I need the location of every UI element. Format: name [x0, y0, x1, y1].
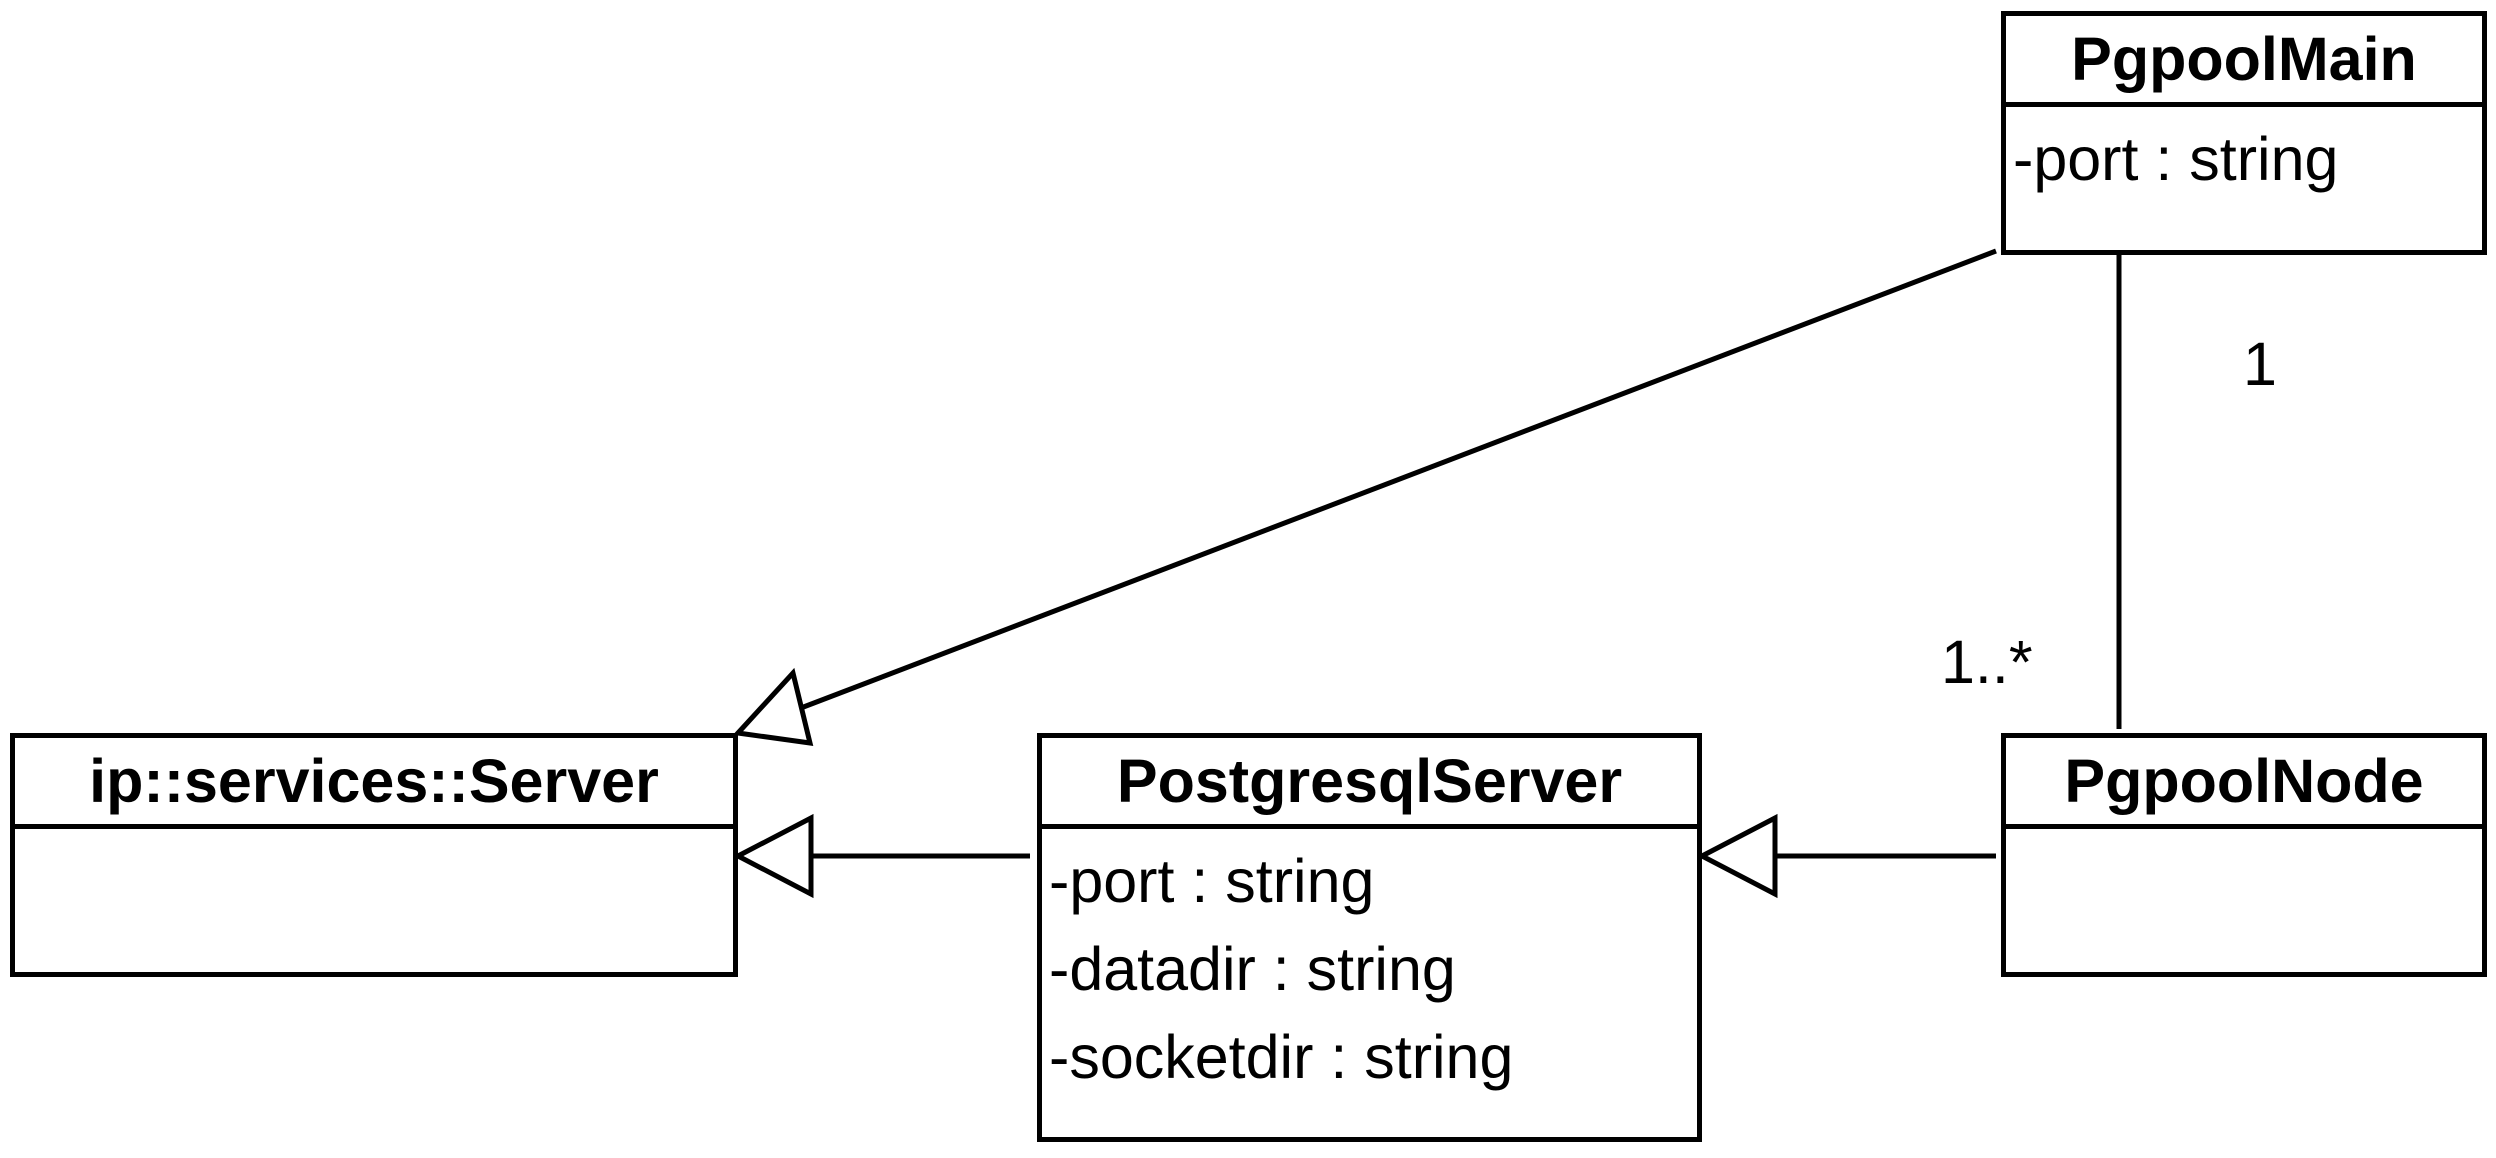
- multiplicity-source-label: 1: [2243, 330, 2277, 398]
- class-attributes-postgresqlserver: -port : string -datadir : string -socket…: [1042, 829, 1697, 1101]
- generalization-pgpoolmain-server-line: [792, 248, 1997, 714]
- attribute-datadir: -datadir : string: [1049, 935, 1456, 1003]
- class-postgresqlserver[interactable]: PostgresqlServer -port : string -datadir…: [1037, 733, 1702, 1142]
- class-name-pgpoolnode: PgpoolNode: [2006, 738, 2482, 829]
- class-pgpoolmain[interactable]: PgpoolMain -port : string: [2001, 11, 2487, 255]
- class-pgpoolnode[interactable]: PgpoolNode: [2001, 733, 2487, 977]
- attribute-port: -port : string: [1049, 847, 1375, 915]
- attribute-port: -port : string: [2013, 125, 2339, 193]
- class-name-postgresqlserver: PostgresqlServer: [1042, 738, 1697, 829]
- multiplicity-target-label: 1..*: [1941, 628, 2033, 696]
- generalization-pgpoolnode-postgresql-arrowhead: [1696, 813, 1778, 899]
- class-name-pgpoolmain: PgpoolMain: [2006, 16, 2482, 107]
- class-attributes-pgpoolnode: [2006, 829, 2482, 837]
- class-attributes-server: [15, 829, 733, 837]
- attribute-socketdir: -socketdir : string: [1049, 1023, 1514, 1091]
- class-name-server: ip::services::Server: [15, 738, 733, 829]
- class-attributes-pgpoolmain: -port : string: [2006, 107, 2482, 203]
- generalization-postgresql-server-arrowhead: [732, 813, 814, 899]
- class-server[interactable]: ip::services::Server: [10, 733, 738, 977]
- generalization-pgpoolmain-server-arrowhead: [732, 667, 814, 746]
